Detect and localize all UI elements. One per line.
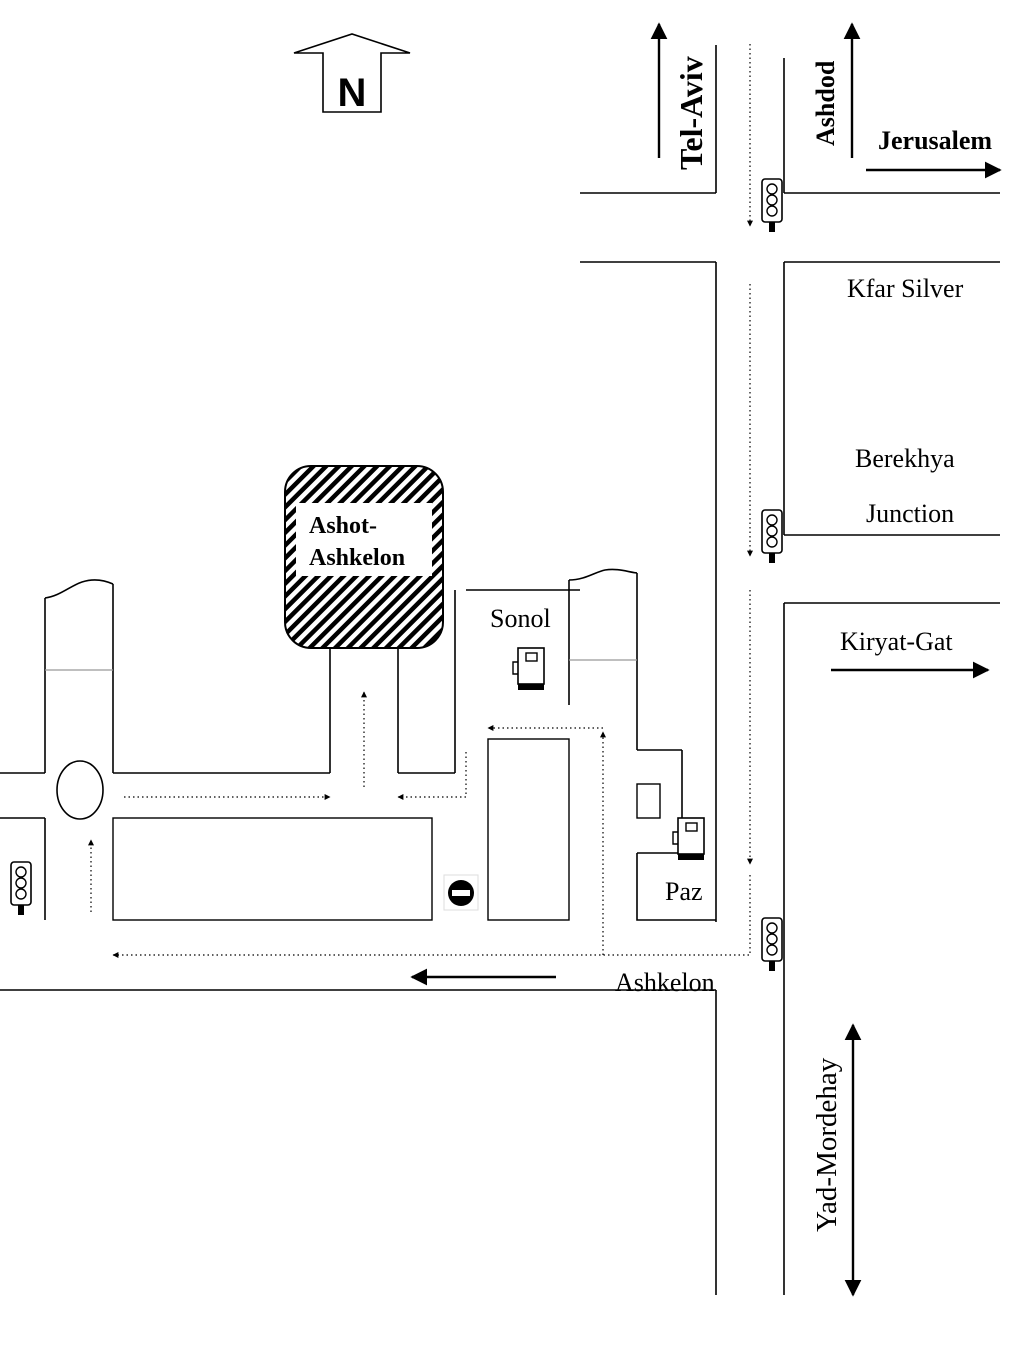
traffic-light-icon [761,917,783,972]
ashot-label-line2: Ashkelon [309,545,405,571]
no-entry-icon [443,874,479,911]
north-label: N [338,71,367,115]
ashkelon-road [0,772,716,991]
tel-aviv-label: Tel-Aviv [673,56,709,170]
route-arrows [88,44,753,958]
berekhya-label: Berekhya [855,444,955,473]
direction-arrows [410,22,1002,1297]
yad-mordehay-label: Yad-Mordehay [811,1057,843,1232]
city-blocks [112,738,716,921]
place-labels: Tel-Aviv Ashdod Jerusalem Kfar Silver Be… [490,56,992,1232]
sonol-area [466,568,683,820]
left-street [44,579,456,820]
traffic-light-icon [761,178,783,233]
ashkelon-label: Ashkelon [615,968,715,997]
jerusalem-label: Jerusalem [878,126,992,155]
traffic-light-icon [761,509,783,564]
ashdod-label: Ashdod [811,60,840,146]
junction-label: Junction [866,499,954,528]
fuel-pump-icon [672,817,705,861]
traffic-light-icon [10,861,32,916]
sonol-label: Sonol [490,604,551,633]
roundabout-icon [56,760,104,820]
paz-label: Paz [665,877,703,906]
ashot-ashkelon-building: Ashot- Ashkelon [284,465,444,649]
fuel-pump-icon [512,647,545,691]
north-arrow-icon: N [293,33,411,115]
ashot-label-line1: Ashot- [309,513,377,539]
kfar-silver-label: Kfar Silver [847,274,964,303]
highway-roads [580,45,1000,1295]
kiryat-gat-label: Kiryat-Gat [840,627,953,656]
